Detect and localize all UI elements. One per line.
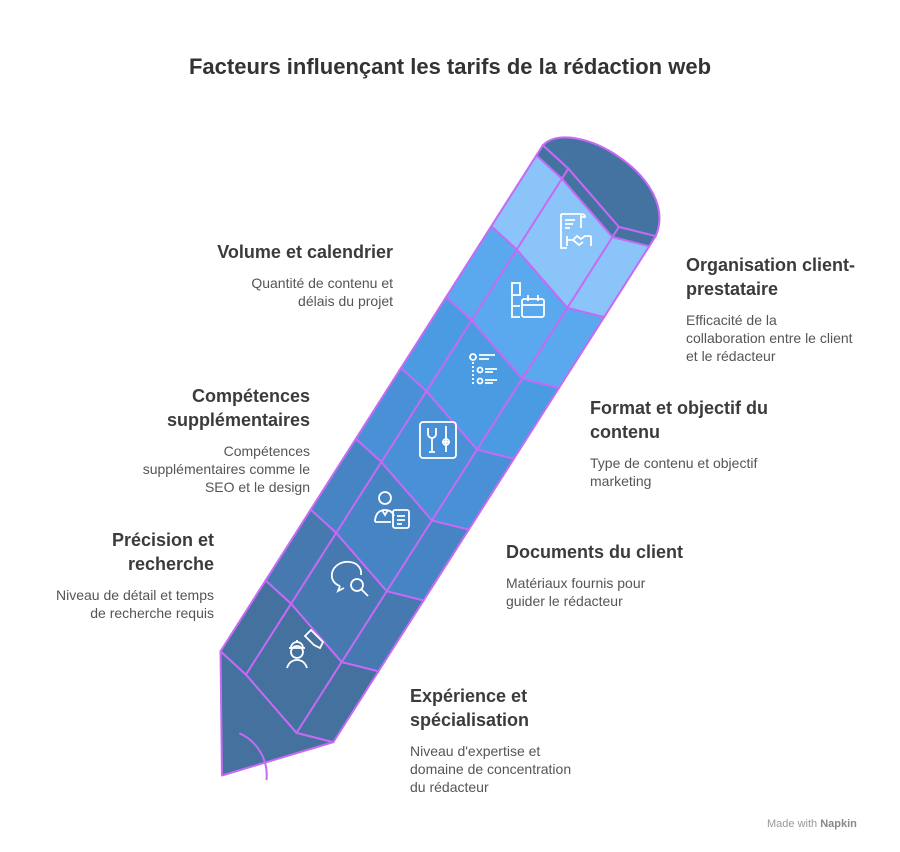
factor-title-line: prestataire bbox=[686, 279, 779, 299]
calendar-blocks-icon bbox=[511, 282, 545, 318]
factor-desc-line: marketing bbox=[590, 473, 652, 489]
factor-desc-line: Niveau de détail et temps bbox=[56, 587, 214, 603]
factor-title-line: Précision et bbox=[111, 530, 214, 550]
factor-title: Volume et calendrier bbox=[217, 242, 393, 262]
factor-desc-line: Compétences bbox=[223, 443, 310, 459]
list-icon bbox=[469, 353, 497, 386]
factor-desc-line: SEO et le design bbox=[204, 479, 310, 495]
factor-competences: Compétences supplémentaires Compétences su… bbox=[50, 384, 310, 496]
factor-title: Documents du client bbox=[506, 542, 684, 562]
factor-desc-line: délais du projet bbox=[298, 293, 393, 309]
factor-desc-line: guider le rédacteur bbox=[506, 593, 623, 609]
chat-search-icon bbox=[330, 560, 369, 597]
footer-brand: Napkin bbox=[820, 818, 857, 830]
factor-desc-line: domaine de concentration bbox=[410, 761, 572, 777]
factor-experience: Expérience et spécialisation Niveau d'exp… bbox=[410, 684, 640, 796]
factor-desc-line: et le rédacteur bbox=[686, 348, 776, 364]
factor-desc-line: de recherche requis bbox=[90, 605, 214, 621]
factor-documents: Documents du client Matériaux fournis po… bbox=[506, 540, 736, 610]
tools-icon bbox=[419, 421, 457, 459]
factor-desc-line: Niveau d'expertise et bbox=[410, 743, 541, 759]
pencil-face-divider bbox=[295, 226, 620, 734]
factor-title-line: recherche bbox=[127, 554, 214, 574]
person-document-icon bbox=[374, 491, 410, 529]
factor-organisation: Organisation client-prestataire Efficaci… bbox=[686, 253, 886, 365]
page-title: Facteurs influençant les tarifs de la ré… bbox=[188, 54, 712, 79]
footer-prefix: Made with bbox=[767, 818, 818, 830]
factor-format: Format et objectif du contenu Type de con… bbox=[590, 396, 820, 490]
pencil-tip-arc bbox=[238, 732, 268, 781]
pencil-eraser-cap bbox=[541, 136, 661, 238]
factor-desc-line: collaboration entre le client bbox=[686, 330, 853, 346]
factor-precision: Précision et recherche Niveau de détail e… bbox=[14, 528, 214, 622]
factor-desc-line: Efficacité de la bbox=[686, 312, 777, 328]
factor-desc-line: supplémentaires comme le bbox=[142, 461, 310, 477]
factor-volume-calendrier: Volume et calendrier Quantité de contenu… bbox=[133, 240, 393, 310]
factor-title-line: Expérience et bbox=[410, 686, 528, 706]
factor-desc-line: Quantité de contenu et bbox=[251, 275, 393, 291]
factor-desc-line: du rédacteur bbox=[410, 779, 489, 795]
pencil-face-divider bbox=[245, 168, 570, 676]
factor-desc-line: Type de contenu et objectif bbox=[590, 455, 758, 471]
factor-title-line: supplémentaires bbox=[166, 410, 310, 430]
factor-title-line: Format et objectif du bbox=[590, 398, 769, 418]
made-with-napkin: Made with Napkin bbox=[767, 818, 857, 830]
factor-title-line: spécialisation bbox=[410, 710, 530, 730]
factor-title-line: Organisation client- bbox=[686, 255, 856, 275]
worker-pencil-icon bbox=[286, 628, 325, 669]
factor-title-line: contenu bbox=[590, 422, 660, 442]
factor-desc-line: Matériaux fournis pour bbox=[506, 575, 646, 591]
factor-title-line: Compétences bbox=[191, 386, 310, 406]
contract-handshake-icon bbox=[560, 213, 592, 249]
